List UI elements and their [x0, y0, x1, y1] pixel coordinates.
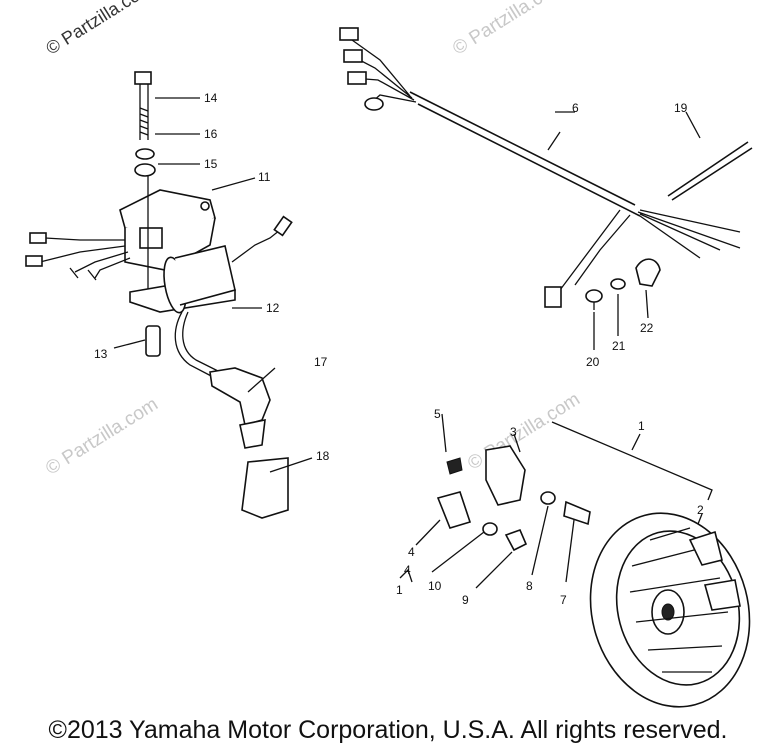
callout-21: 21	[612, 339, 626, 353]
group-bracket-1	[551, 421, 713, 501]
lock-washer-16	[135, 148, 155, 160]
callout-6: 6	[572, 101, 579, 115]
copyright-notice: ©2013 Yamaha Motor Corporation, U.S.A. A…	[48, 716, 728, 744]
screw-9	[504, 528, 528, 552]
plug-cap-17	[209, 367, 271, 449]
washer-8	[540, 491, 556, 505]
callout-7: 7	[560, 593, 567, 607]
screw-7	[563, 500, 591, 526]
callout-1b: 1	[396, 583, 403, 597]
callout-5: 5	[434, 407, 441, 421]
screw-20	[585, 289, 603, 310]
callout-19: 19	[674, 101, 688, 115]
callout-11: 11	[258, 170, 271, 184]
callout-16: 16	[204, 127, 218, 141]
washer-21	[610, 278, 626, 290]
screw-5	[446, 457, 463, 475]
flywheel-2	[589, 512, 751, 708]
callout-20: 20	[586, 355, 600, 369]
callout-17: 17	[314, 355, 328, 369]
callout-1: 1	[638, 419, 645, 433]
callout-9: 9	[462, 593, 469, 607]
callout-4b: 4	[404, 563, 411, 577]
callout-13: 13	[94, 347, 108, 361]
callout-14: 14	[204, 91, 218, 105]
ignition-coil-12	[129, 215, 293, 379]
callout-4: 4	[408, 545, 415, 559]
callout-15: 15	[204, 157, 218, 171]
callout-12: 12	[266, 301, 280, 315]
callout-18: 18	[316, 449, 330, 463]
callout-10: 10	[428, 579, 442, 593]
clamp-22	[635, 258, 661, 287]
bolt-14	[134, 71, 152, 140]
wire-harness-6	[339, 27, 741, 308]
callout-8: 8	[526, 579, 533, 593]
callout-3: 3	[510, 425, 517, 439]
spacer-13	[145, 325, 161, 357]
washer-15	[134, 163, 156, 177]
pulser-coil-3	[485, 445, 526, 506]
callout-2: 2	[697, 503, 704, 517]
switch-4	[436, 491, 472, 529]
cdi-unit-11	[25, 175, 216, 290]
plug-cap-cover-18	[241, 457, 289, 519]
tube-19	[667, 141, 753, 201]
washer-10	[482, 522, 498, 536]
callout-22: 22	[640, 321, 654, 335]
